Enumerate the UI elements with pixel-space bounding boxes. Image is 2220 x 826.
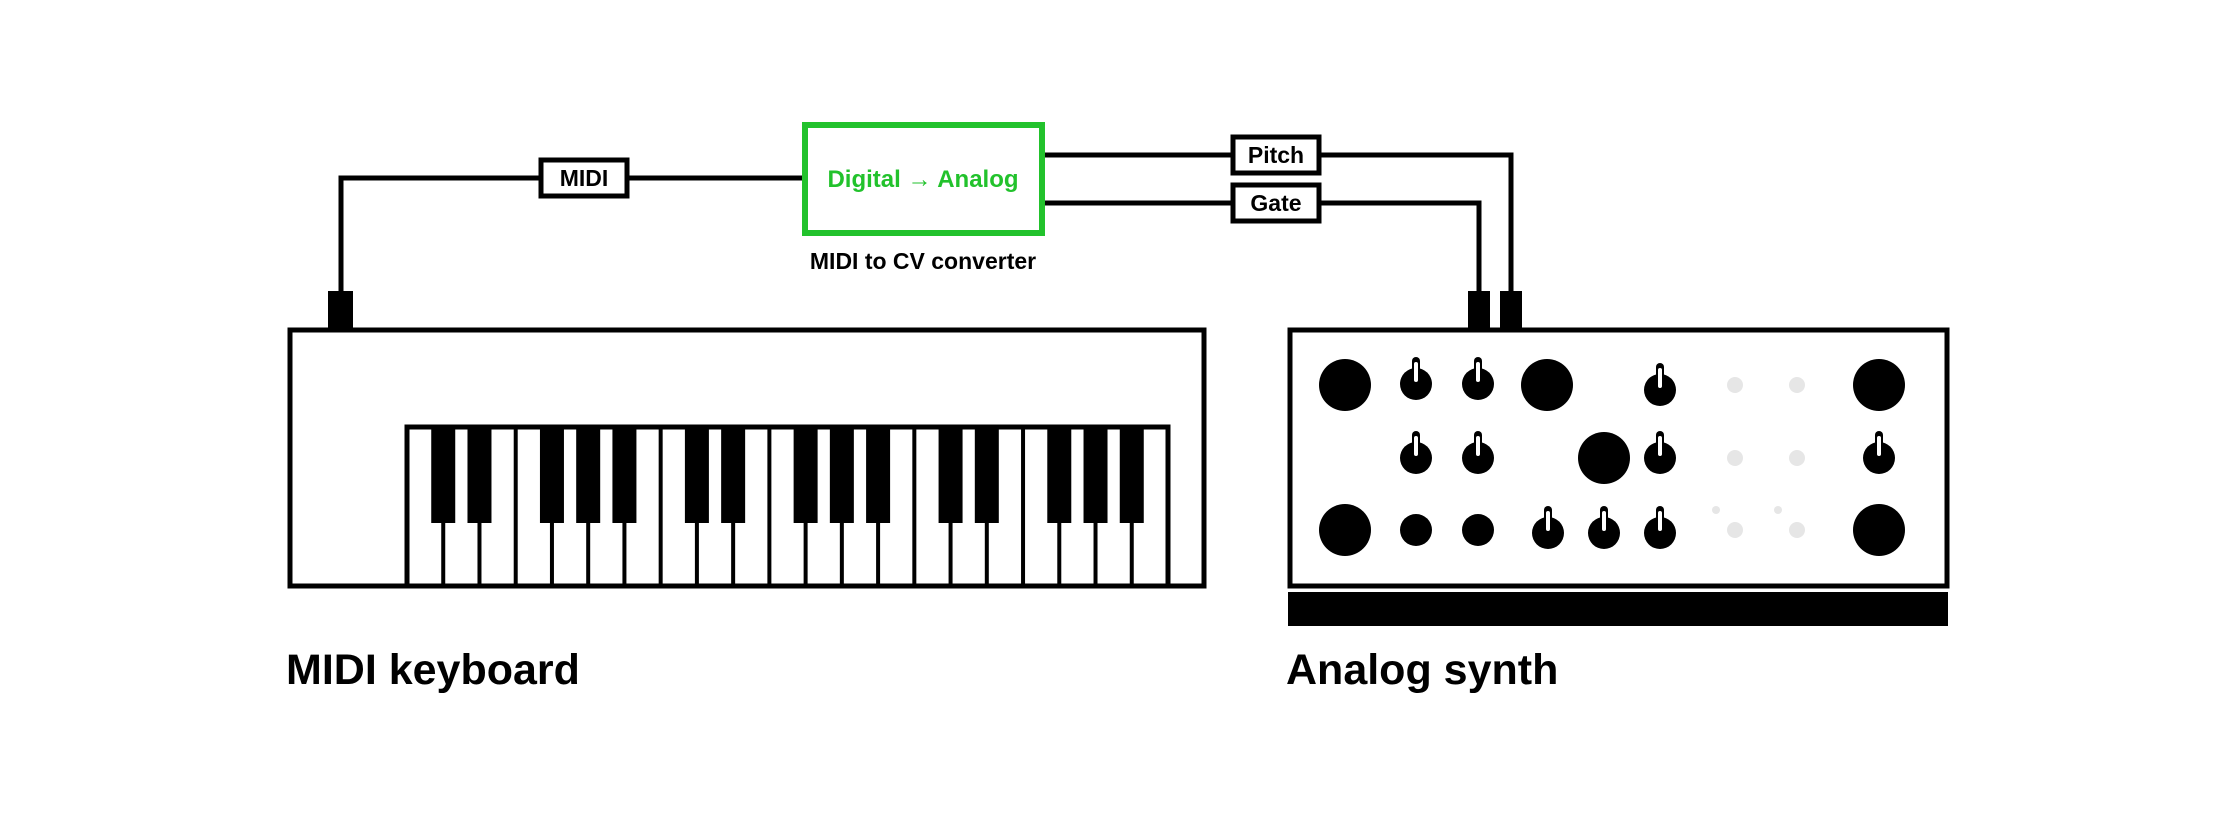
pointer-knob	[1400, 431, 1432, 474]
pointer-knob	[1644, 431, 1676, 474]
black-key	[1047, 427, 1072, 523]
pointer-knob	[1863, 431, 1895, 474]
midi-cable-tag: MIDI	[538, 157, 630, 199]
midi-cable-label: MIDI	[560, 165, 609, 191]
analog-synth: Analog synth	[1286, 291, 1950, 694]
black-key	[974, 427, 999, 523]
synth-base	[1288, 592, 1948, 626]
black-key	[866, 427, 891, 523]
converter-title: Digital → Analog	[827, 166, 1018, 193]
pointer-knob	[1644, 506, 1676, 549]
gate-cable-tag: Gate	[1230, 182, 1322, 224]
black-keys	[431, 427, 1144, 523]
pointer-knob	[1400, 357, 1432, 400]
midi-cable	[338, 175, 805, 295]
black-key	[829, 427, 854, 523]
black-key	[431, 427, 456, 523]
knob	[1853, 359, 1905, 411]
knob	[1853, 504, 1905, 556]
synth-pitch-jack	[1500, 291, 1522, 330]
gate-cable-label: Gate	[1250, 190, 1301, 216]
keyboard-midi-port	[328, 291, 353, 330]
black-key	[684, 427, 709, 523]
synth-gate-jack	[1468, 291, 1490, 330]
pitch-cable-label: Pitch	[1248, 142, 1304, 168]
black-key	[612, 427, 637, 523]
gate-cable	[1045, 200, 1482, 293]
pointer-knob	[1588, 506, 1620, 549]
knob	[1578, 432, 1630, 484]
black-key	[1083, 427, 1108, 523]
midi-to-cv-converter: Digital → Analog MIDI to CV converter	[802, 122, 1045, 274]
pointer-knob	[1532, 506, 1564, 549]
indicator-lights	[1712, 377, 1805, 538]
knob	[1319, 504, 1371, 556]
small-knob	[1462, 514, 1494, 546]
pointer-knob	[1462, 357, 1494, 400]
black-key	[1119, 427, 1144, 523]
small-knob	[1400, 514, 1432, 546]
knob	[1521, 359, 1573, 411]
black-key	[539, 427, 564, 523]
midi-keyboard: MIDI keyboard	[286, 291, 1207, 694]
black-key	[721, 427, 746, 523]
black-key	[793, 427, 818, 523]
black-key	[576, 427, 601, 523]
converter-caption: MIDI to CV converter	[810, 248, 1036, 274]
keyboard-caption: MIDI keyboard	[286, 646, 580, 694]
converter-box	[802, 122, 1045, 236]
black-key	[938, 427, 963, 523]
pitch-cable-tag: Pitch	[1230, 134, 1322, 176]
pointer-knob	[1644, 363, 1676, 406]
keyboard-key-area	[404, 424, 1171, 589]
knob	[1319, 359, 1371, 411]
pointer-knob	[1462, 431, 1494, 474]
black-key	[467, 427, 492, 523]
pitch-cable	[1045, 152, 1514, 293]
cables	[338, 152, 1514, 295]
synth-caption: Analog synth	[1286, 646, 1558, 694]
